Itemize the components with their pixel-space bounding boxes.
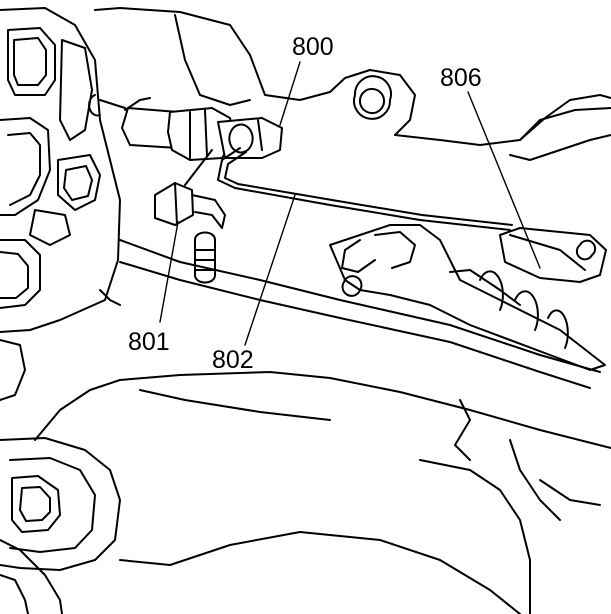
detent-lever [329, 224, 607, 371]
connector-clip [154, 149, 226, 229]
callout-802: 802 [212, 346, 254, 374]
callout-806: 806 [440, 64, 482, 92]
callout-801: 801 [128, 328, 170, 356]
case-deck-lines [34, 239, 611, 614]
valve-body-casting [0, 7, 121, 401]
leader-lines [159, 61, 541, 346]
manual-shaft-switch [88, 94, 283, 161]
callout-800: 800 [292, 33, 334, 61]
transmission-case [94, 7, 611, 161]
wiring-harness [217, 147, 513, 231]
lower-casting [0, 437, 121, 614]
detent-spring [194, 231, 216, 284]
